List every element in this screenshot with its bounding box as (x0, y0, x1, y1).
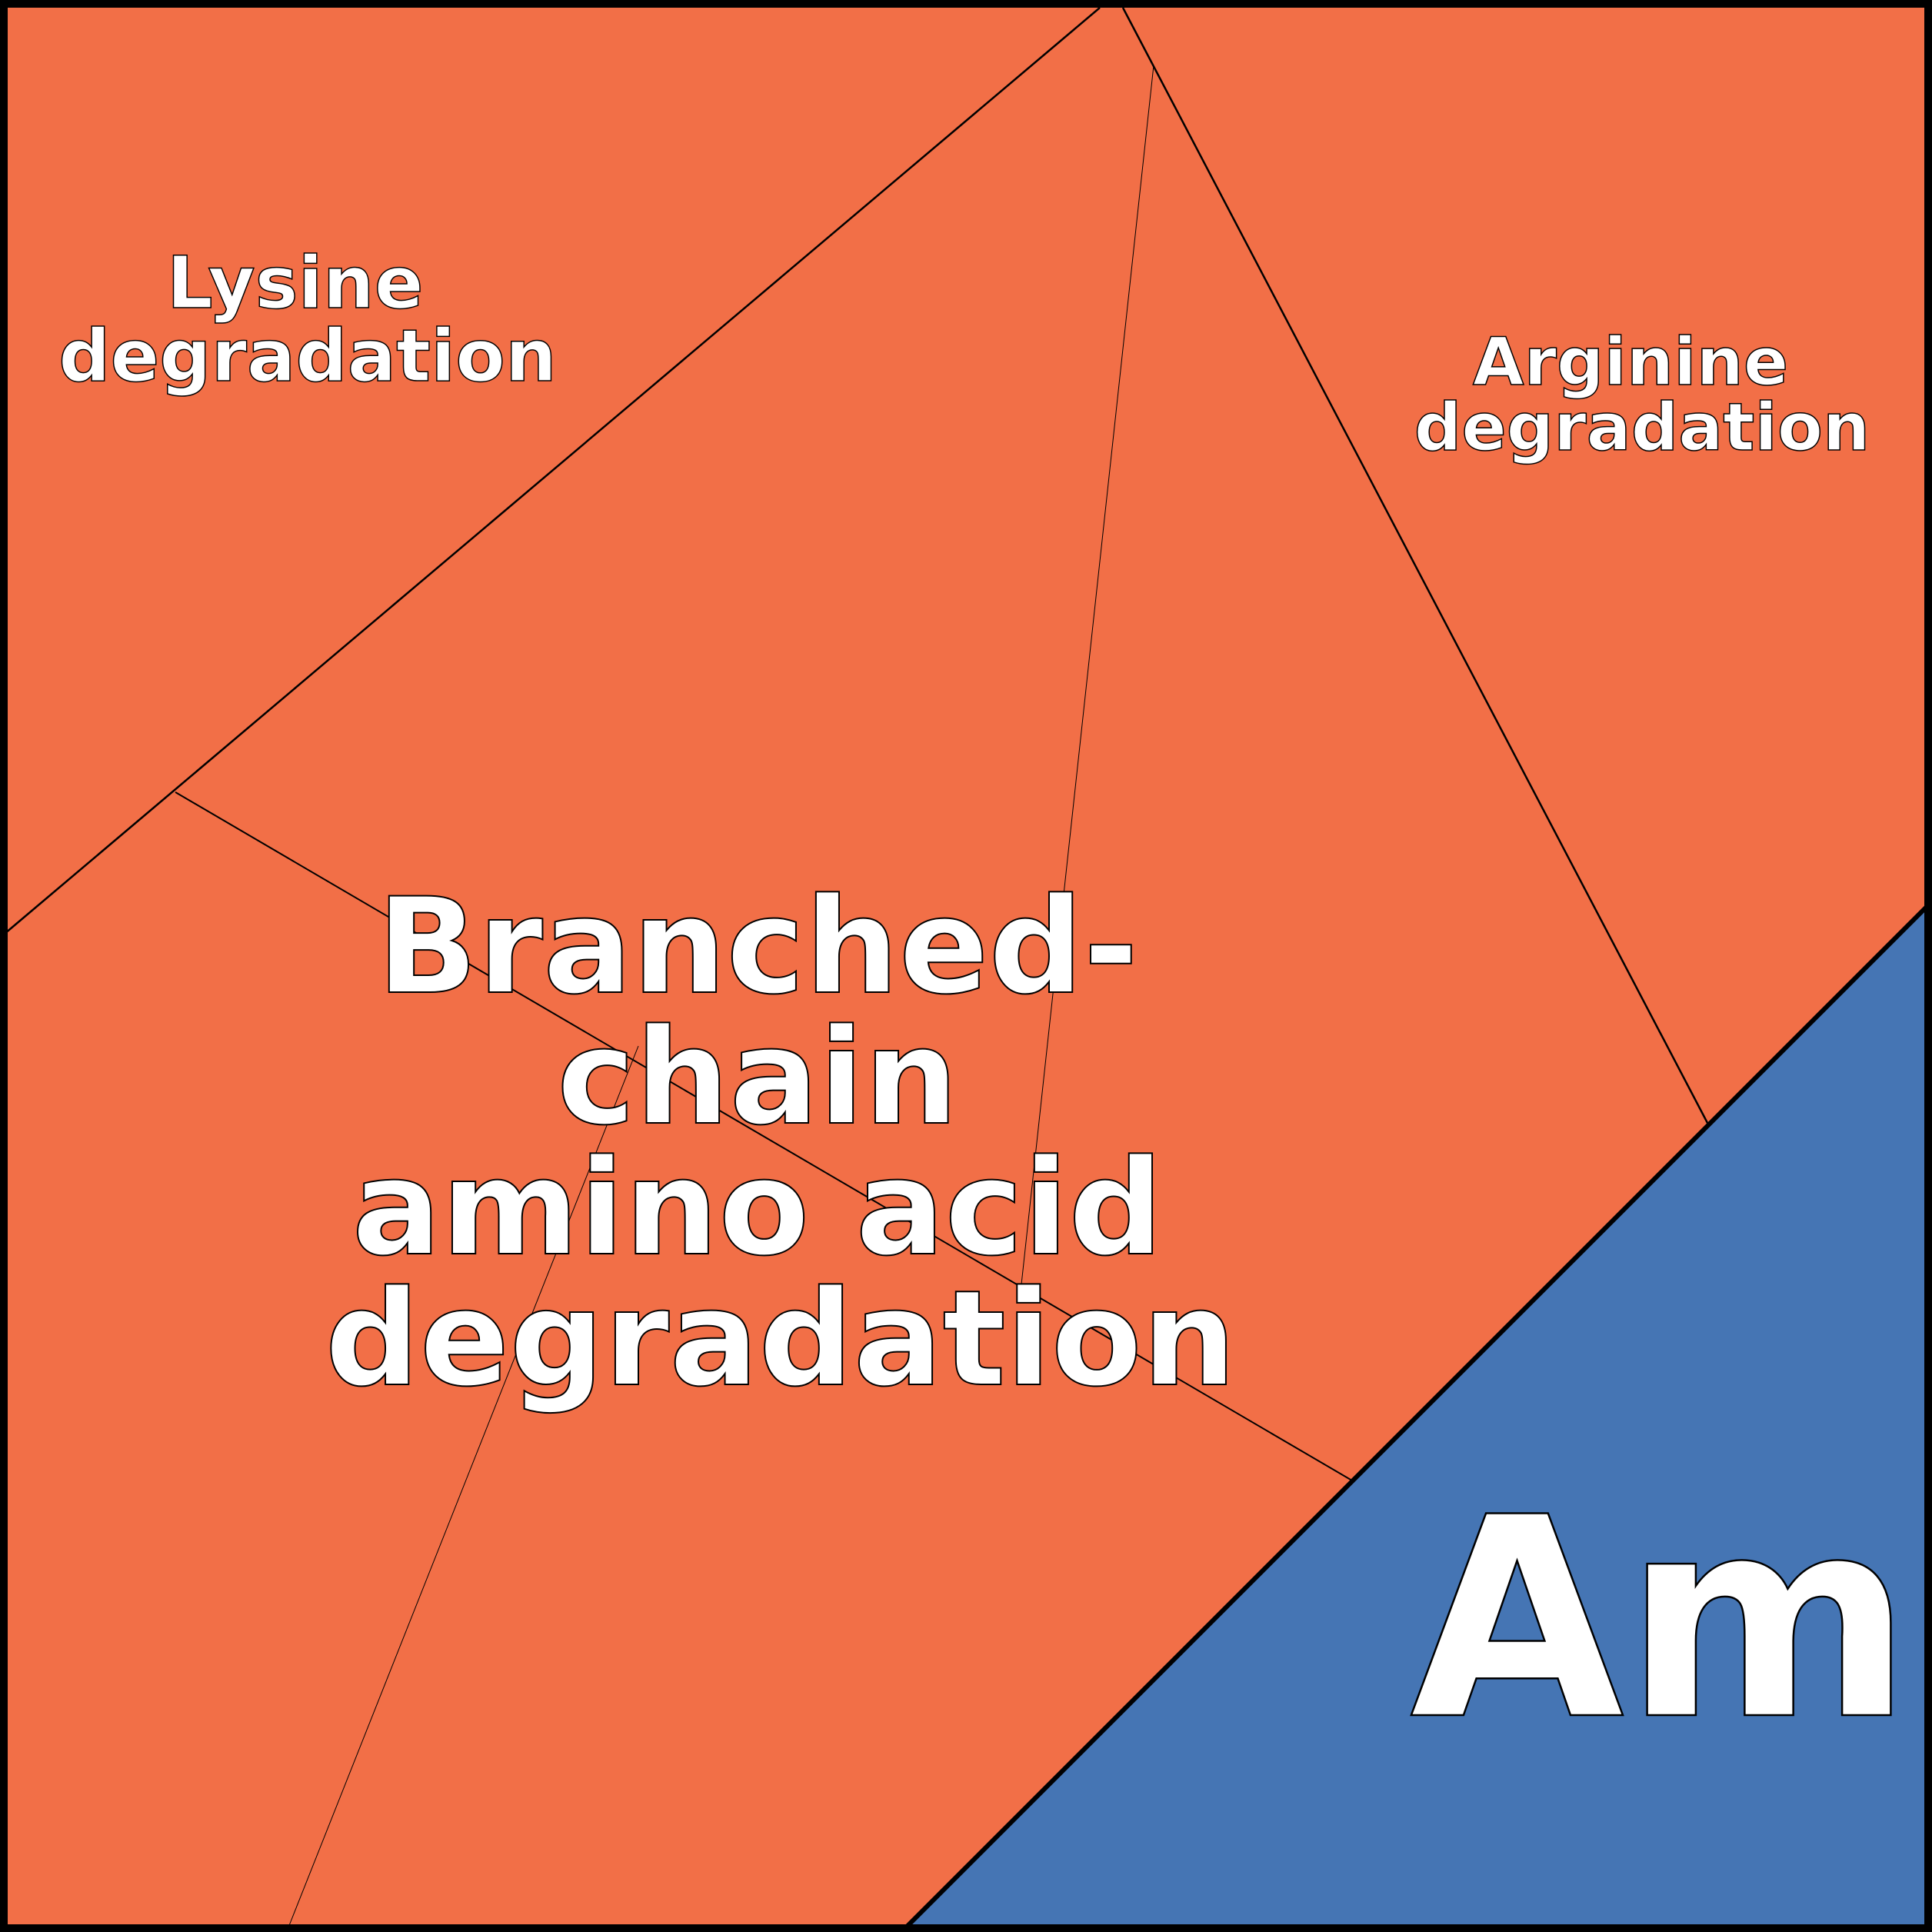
border-thin-lower (288, 1045, 639, 1928)
border-thin-steep (1021, 65, 1154, 1285)
arginine-degradation-label: Arginine degradation (1414, 324, 1870, 466)
lysine-degradation-label: Lysine degradation (58, 242, 557, 398)
arginine-label-line-2: degradation (1414, 389, 1870, 466)
am-region-border (904, 904, 1930, 1930)
am-label-text: Am (1410, 1458, 1913, 1780)
branched-chain-label: Branched- chain amino acid degradation (325, 869, 1237, 1416)
branched-chain-label-line-1: Branched- (377, 869, 1138, 1024)
arginine-label-line-1: Arginine (1473, 324, 1788, 401)
border-middle-diagonal (175, 791, 1353, 1481)
branched-chain-label-line-3: amino acid (352, 1131, 1164, 1285)
border-lysine-diagonal (4, 7, 1101, 934)
branched-chain-label-line-2: chain (557, 1000, 958, 1154)
lysine-label-line-1: Lysine (167, 242, 424, 325)
branched-chain-label-line-4: degradation (325, 1261, 1237, 1416)
border-arginine-diagonal (1121, 7, 1709, 1124)
am-label: Am (1410, 1458, 1913, 1780)
cell-borders (4, 7, 1709, 1928)
lysine-label-line-2: degradation (58, 315, 557, 398)
